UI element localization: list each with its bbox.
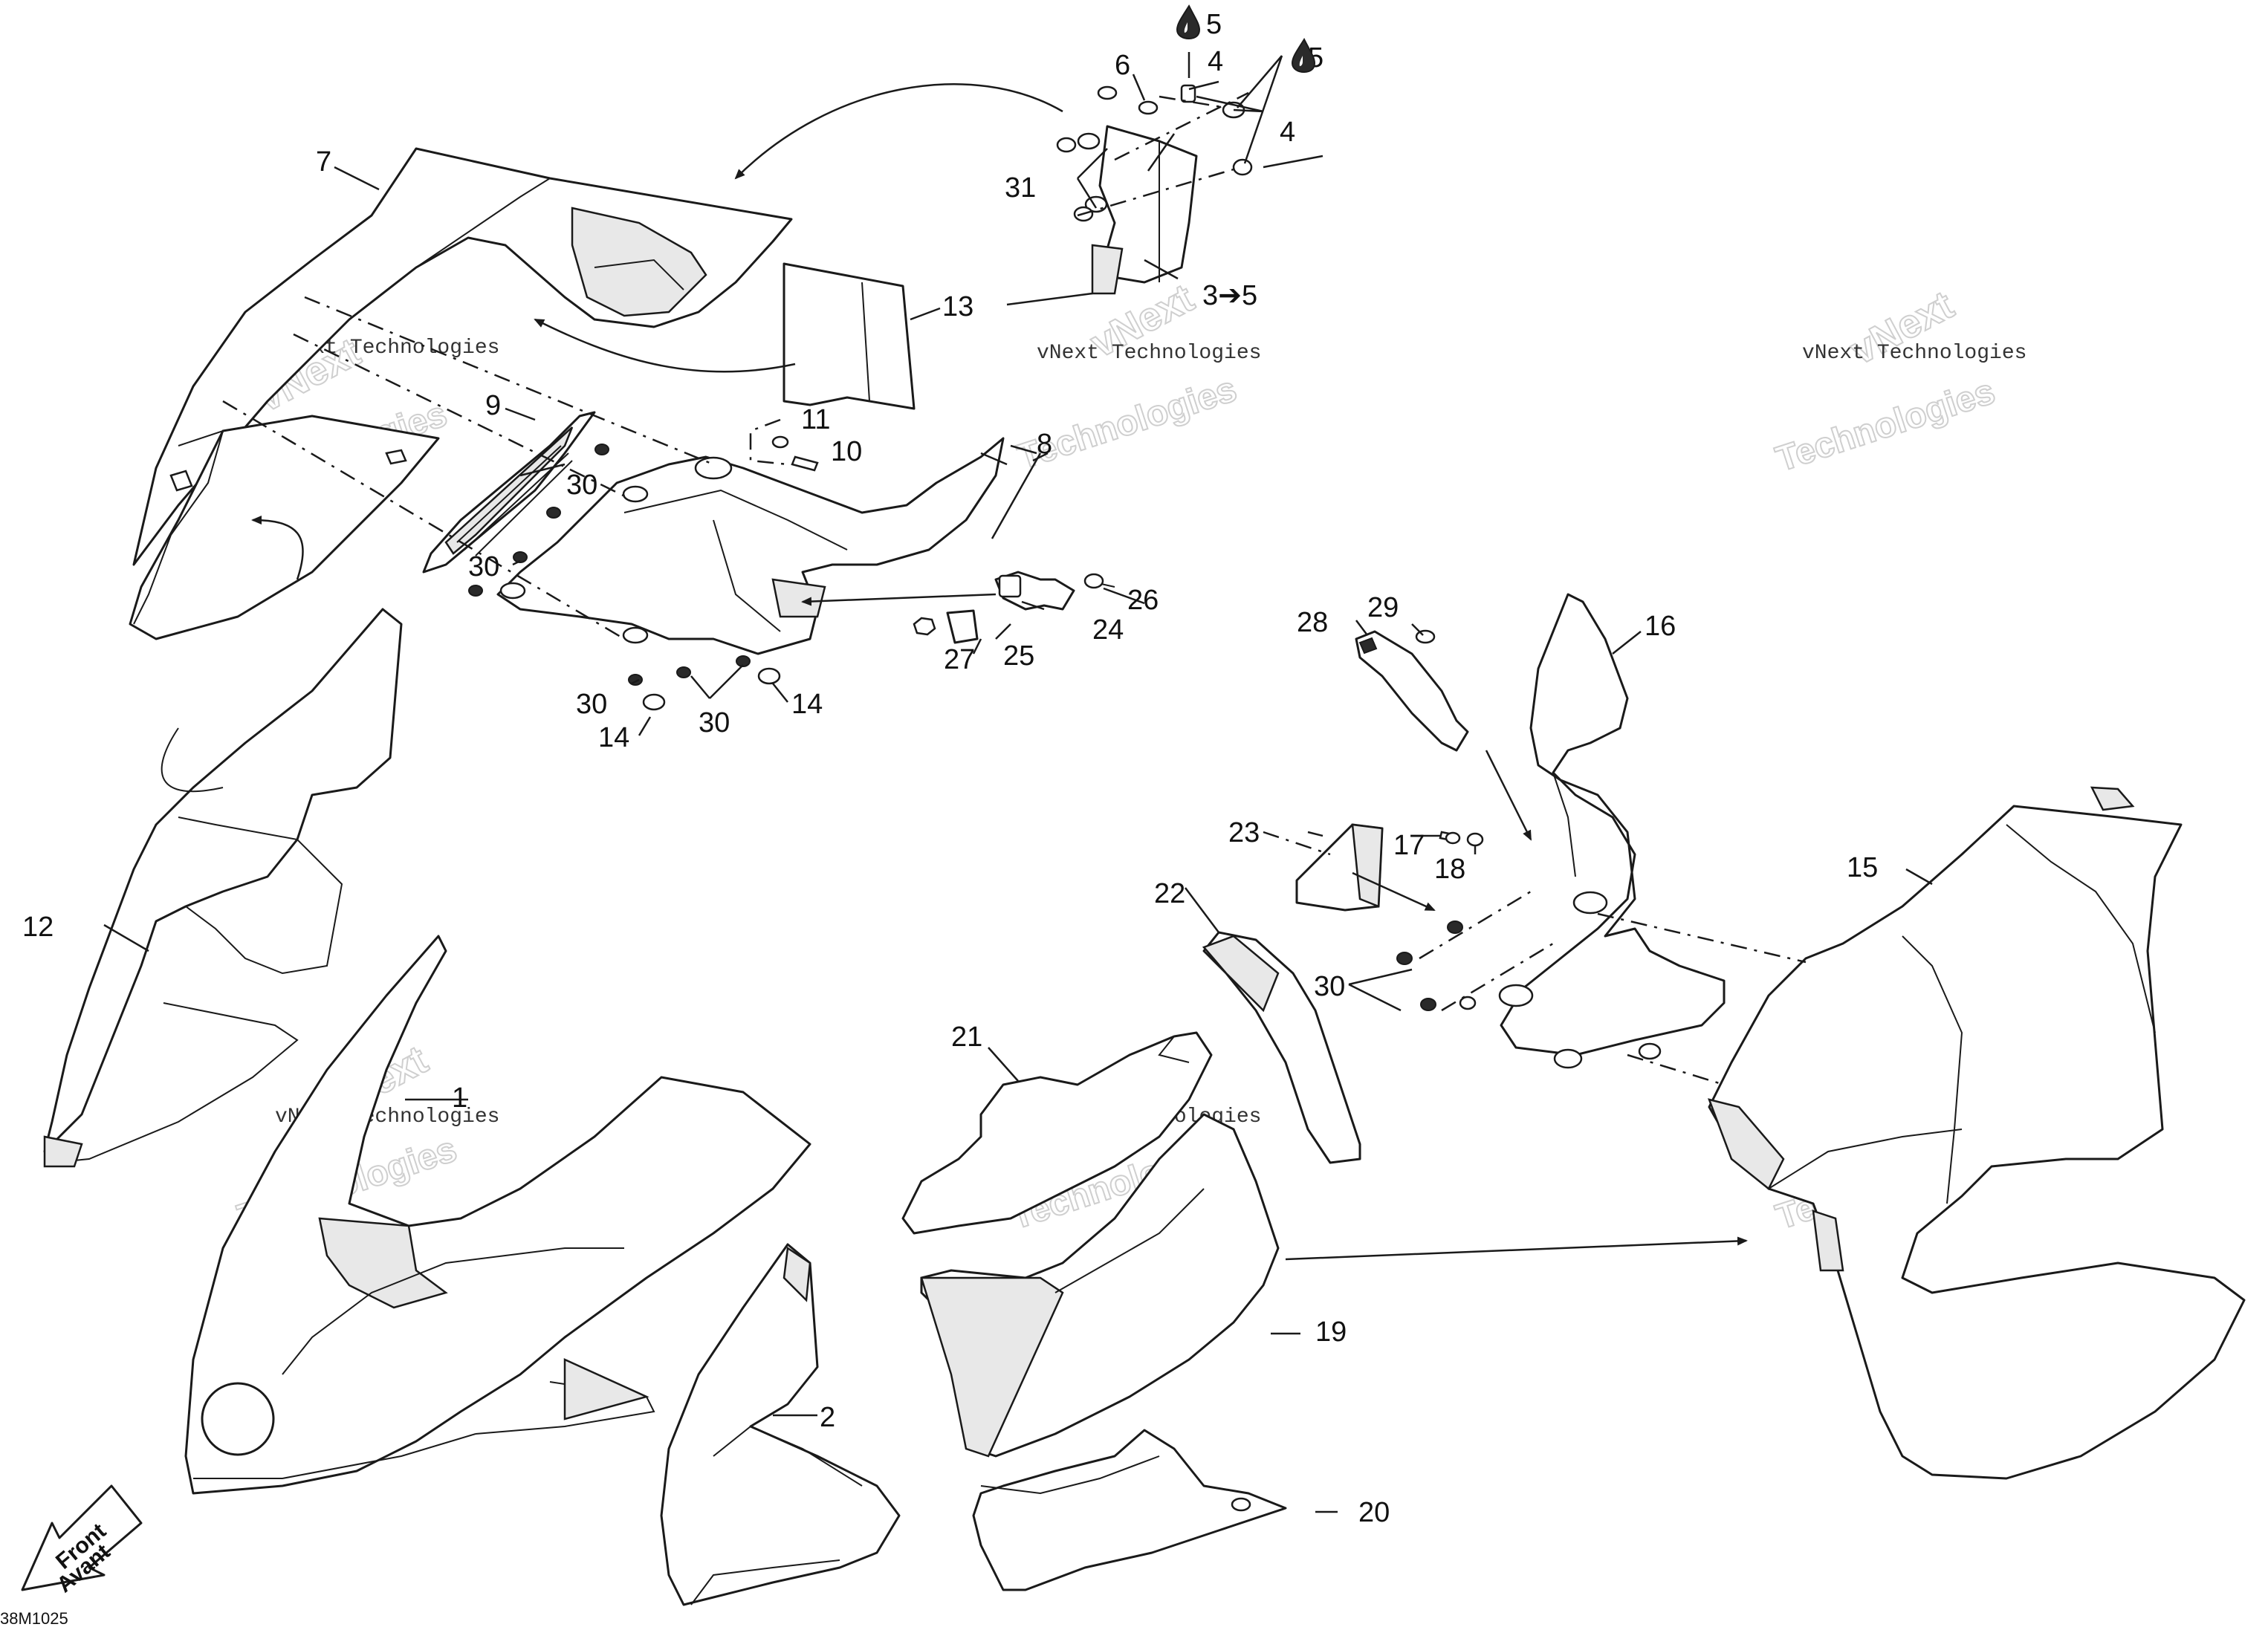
callout-labels: 7 13 9 11 10 30 30 8 26 24 25 27 30 30 1…	[22, 9, 1878, 1528]
callout-25: 25	[1003, 640, 1034, 672]
watermark-outline: Technologies	[1013, 369, 1241, 477]
callout-12: 12	[22, 912, 54, 943]
part-2-lower-scoop	[660, 1243, 901, 1606]
callout-21: 21	[951, 1022, 982, 1053]
callout-3: 3➔5	[1202, 280, 1257, 311]
watermark-text: vNext Technologies	[1037, 342, 1261, 365]
callout-7: 7	[316, 146, 331, 178]
callout-15: 15	[1847, 852, 1878, 883]
callout-28: 28	[1297, 607, 1328, 638]
front-direction-badge: Front Avant	[21, 1484, 143, 1597]
callout-18: 18	[1434, 854, 1465, 885]
callout-14a: 14	[598, 722, 629, 753]
leader-lines	[103, 52, 1933, 1513]
part-8-inner-console	[496, 437, 1005, 655]
callout-16: 16	[1645, 611, 1676, 642]
callout-30d: 30	[699, 707, 730, 738]
part-20-lower-trim	[972, 1429, 1287, 1591]
hardware-cluster-left	[468, 435, 819, 711]
callout-9: 9	[485, 390, 501, 421]
callout-30c: 30	[576, 689, 607, 720]
callout-11: 11	[801, 404, 830, 435]
callout-20: 20	[1358, 1497, 1390, 1528]
callout-30e: 30	[1314, 971, 1345, 1002]
part-24-bracket	[994, 571, 1075, 611]
callout-17: 17	[1393, 830, 1425, 861]
part-16-mount-bracket	[1498, 593, 1726, 1069]
part-9-vent-grille	[422, 411, 596, 574]
part-28-strap	[1355, 630, 1469, 752]
hardware-cluster-top	[1056, 84, 1253, 222]
part-26-screw	[1083, 573, 1115, 589]
hardware-cluster-right	[1396, 831, 1484, 1011]
part-23-block	[1295, 823, 1384, 912]
part-25-clip	[946, 609, 979, 644]
part-27-nut	[913, 617, 936, 636]
callout-26: 26	[1127, 585, 1159, 616]
part-12-left-side-panel	[43, 608, 403, 1168]
callout-31: 31	[1005, 172, 1036, 204]
part-19-lower-side-panel	[920, 1113, 1280, 1458]
callout-13: 13	[942, 291, 973, 322]
part-3-headlight-module	[1077, 125, 1198, 295]
callout-5a: 5	[1206, 9, 1222, 40]
callout-30a: 30	[566, 470, 597, 501]
watermark-outline: Technologies	[1772, 371, 2000, 479]
part-7-upper-fairing	[129, 147, 793, 640]
callout-2: 2	[820, 1402, 835, 1433]
diagram-code: 38M1025	[0, 1609, 68, 1628]
callout-30b: 30	[468, 551, 499, 582]
callout-10: 10	[831, 436, 862, 467]
part-22-side-strip	[1202, 931, 1361, 1164]
callout-4a: 4	[1208, 46, 1223, 77]
callout-22: 22	[1154, 878, 1185, 909]
callout-19: 19	[1315, 1316, 1347, 1348]
part-29-screw	[1415, 629, 1436, 644]
callout-24: 24	[1092, 614, 1124, 646]
callout-6: 6	[1115, 50, 1130, 81]
oil-drop-icon	[1291, 37, 1316, 74]
part-15-right-fairing	[1707, 786, 2246, 1480]
callout-1: 1	[452, 1082, 467, 1114]
callout-8: 8	[1037, 429, 1052, 460]
part-13-panel	[783, 262, 916, 410]
callout-4b: 4	[1280, 117, 1295, 148]
direction-arrows	[161, 83, 1748, 1261]
callout-27: 27	[944, 644, 975, 675]
front-arrow-icon	[21, 1484, 143, 1591]
oil-drop-icon	[1176, 4, 1201, 40]
part-21-inner-panel	[901, 1031, 1213, 1235]
oil-drop-icon-group	[1176, 4, 1316, 74]
assembly-lines	[222, 91, 1807, 1086]
callout-14b: 14	[791, 689, 823, 720]
watermark-group-3: vNext Technologies vNext Technologies	[1771, 282, 2027, 480]
callout-29: 29	[1367, 592, 1399, 623]
part-1-front-nose	[184, 935, 811, 1495]
callout-23: 23	[1228, 817, 1260, 848]
watermark-text: vNext Technologies	[1802, 342, 2026, 365]
